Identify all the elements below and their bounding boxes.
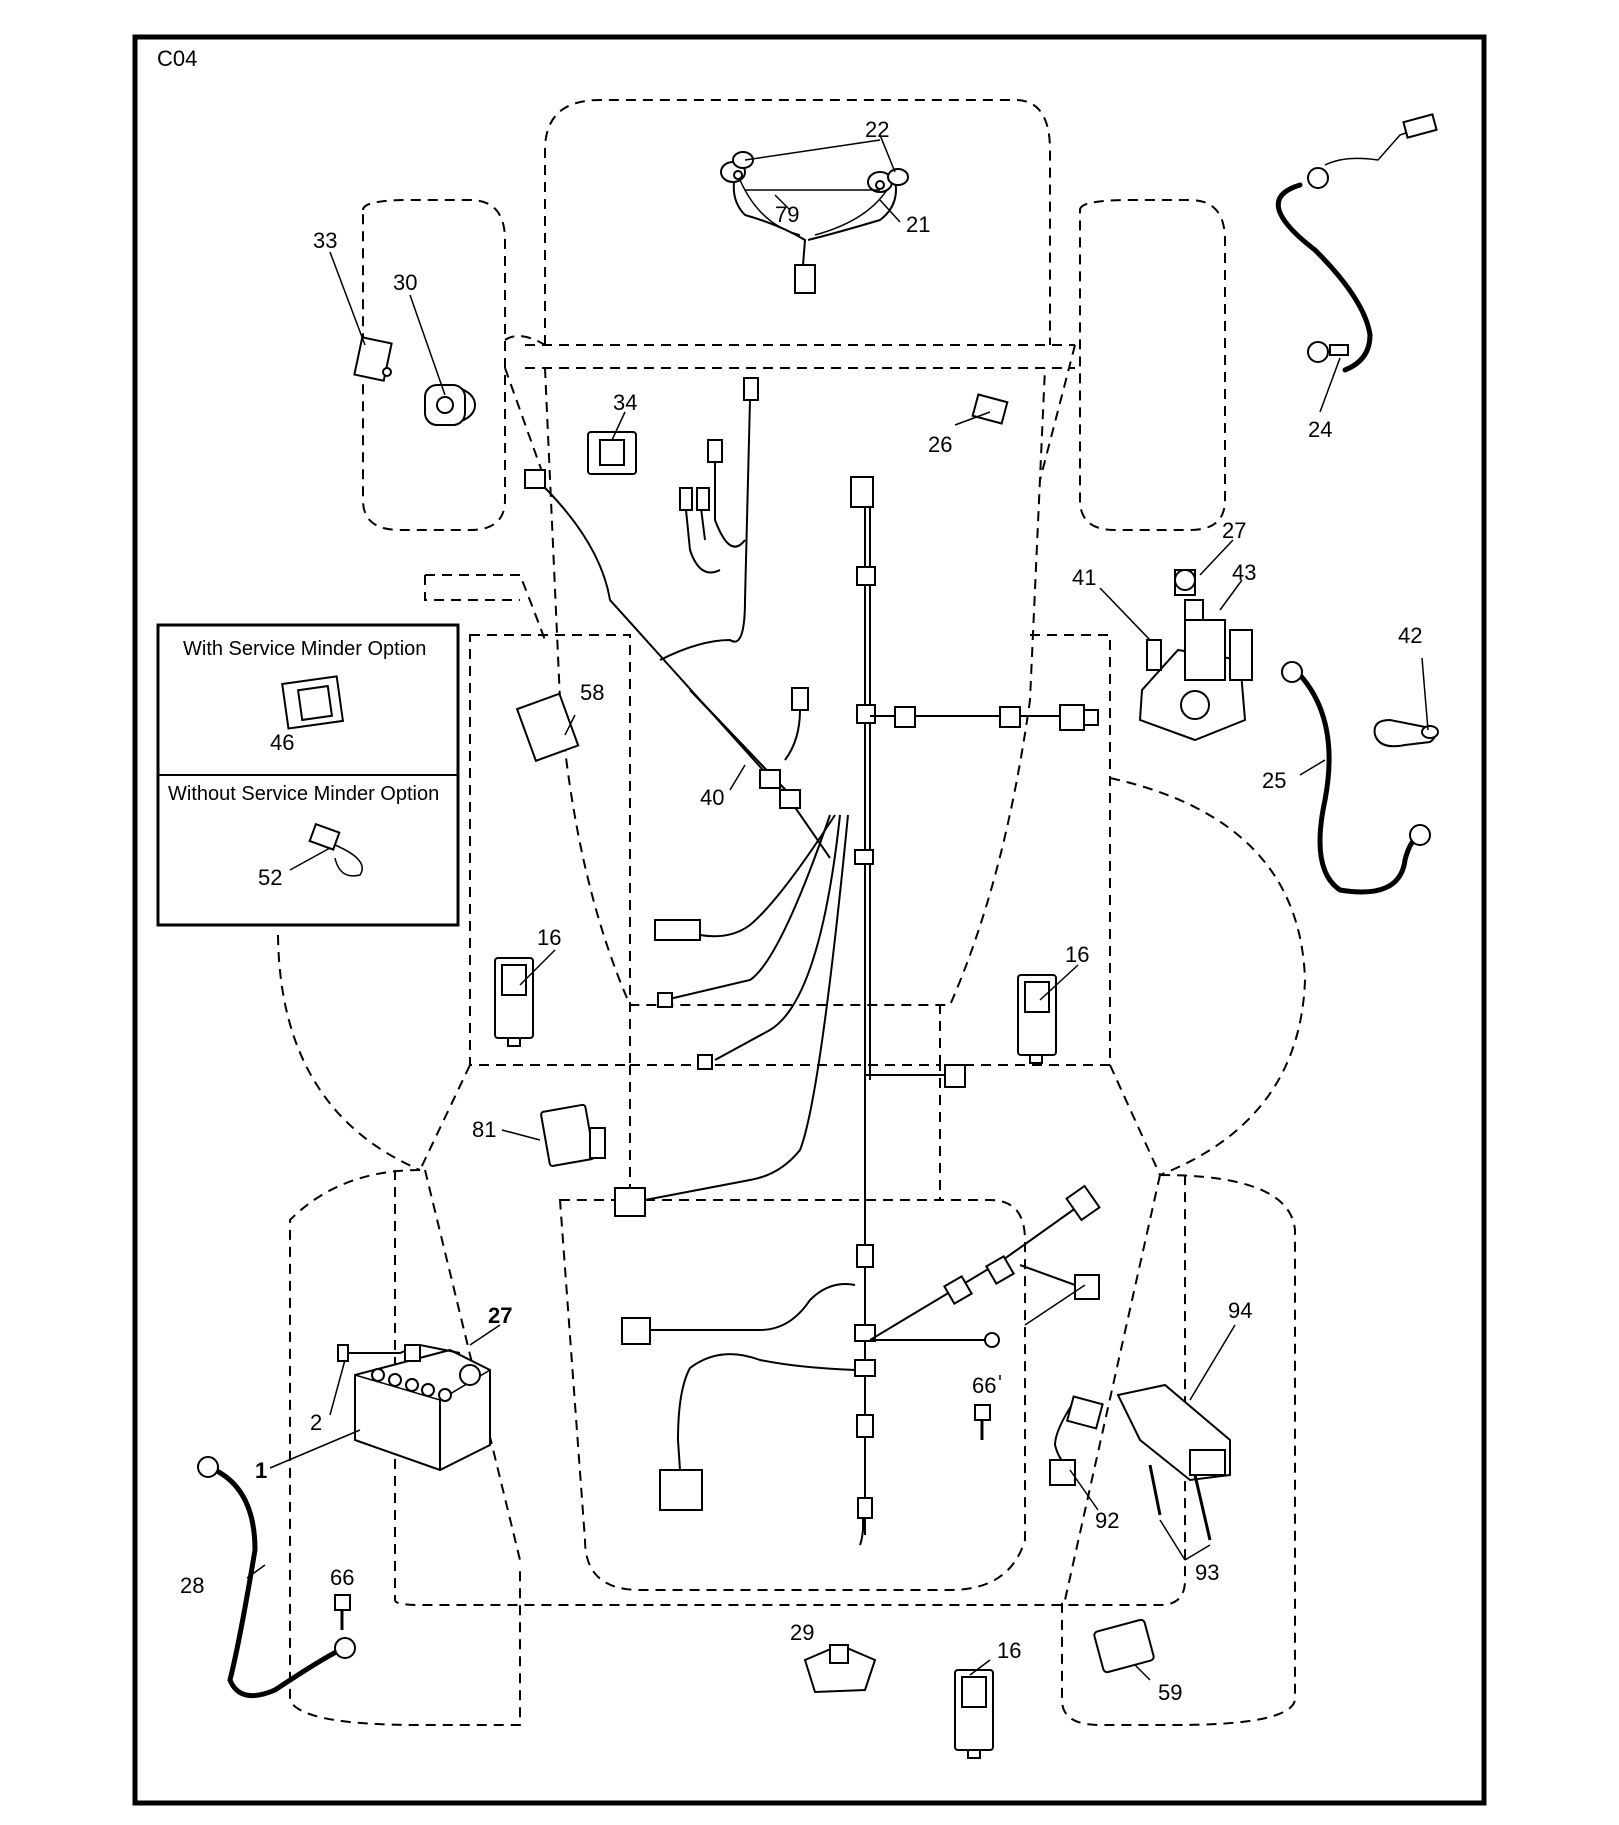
part-label: 28 <box>180 1573 204 1598</box>
part-46-label: 46 <box>270 730 294 755</box>
part-label: 29 <box>790 1620 814 1645</box>
part-label: 30 <box>393 270 417 295</box>
with-service-minder-title: With Service Minder Option <box>183 638 426 660</box>
part-label: 92 <box>1095 1508 1119 1533</box>
rocker-switch <box>587 431 637 475</box>
part-label: 79 <box>775 202 799 227</box>
diagram-frame <box>132 34 1487 1806</box>
module-59 <box>1093 1618 1155 1674</box>
part-label: 43 <box>1232 560 1256 585</box>
service-minder-box: With Service Minder Option Without Servi… <box>156 623 460 927</box>
diagram-code: C04 <box>157 46 197 71</box>
part-labels: 22 21 79 33 30 34 26 24 27 41 43 42 25 5… <box>180 117 1422 1705</box>
module-58 <box>515 692 580 763</box>
part-label: 59 <box>1158 1680 1182 1705</box>
interlock-module <box>1049 1383 1231 1541</box>
part-label: 66 <box>972 1373 996 1398</box>
part-label: 42 <box>1398 623 1422 648</box>
part-label: 27 <box>488 1303 512 1328</box>
relay-16-left <box>494 957 534 1047</box>
part-label: 66 <box>330 1565 354 1590</box>
starter-solenoid <box>1138 569 1253 742</box>
part-label: 81 <box>472 1117 496 1142</box>
cable-28 <box>197 1456 356 1699</box>
without-service-minder-title: Without Service Minder Option <box>168 783 439 805</box>
fuse <box>971 393 1009 425</box>
bolt-66-left <box>334 1594 351 1630</box>
part-label: 27 <box>1222 518 1246 543</box>
headlight-harness <box>720 139 909 294</box>
leader-lines <box>246 134 1429 1681</box>
part-label: 40 <box>700 785 724 810</box>
part-label: 16 <box>1065 942 1089 967</box>
part-52-label: 52 <box>258 865 282 890</box>
part-label: 16 <box>997 1638 1021 1663</box>
cable-24 <box>1275 113 1438 373</box>
relay-16-right <box>1017 974 1057 1064</box>
battery <box>337 1343 491 1472</box>
part-label: 16 <box>537 925 561 950</box>
part-label: 1 <box>255 1458 267 1483</box>
bolt-66-right <box>974 1404 991 1440</box>
relay-16-bottom <box>954 1669 994 1759</box>
part-label: 21 <box>906 212 930 237</box>
part-label: 93 <box>1195 1560 1219 1585</box>
part-label: 34 <box>613 390 637 415</box>
part-label: 94 <box>1228 1298 1252 1323</box>
part-label: 25 <box>1262 768 1286 793</box>
relay-81 <box>540 1103 606 1167</box>
cable-25 <box>1281 661 1439 895</box>
part-label: 22 <box>865 117 889 142</box>
ignition-switch <box>353 336 476 426</box>
part-label: 58 <box>580 680 604 705</box>
main-harness <box>524 377 1101 1546</box>
part-label: 26 <box>928 432 952 457</box>
part-label: 24 <box>1308 417 1332 442</box>
part-label: 41 <box>1072 565 1096 590</box>
part-label: 33 <box>313 228 337 253</box>
switch-29 <box>803 1643 877 1694</box>
part-label: 2 <box>310 1410 322 1435</box>
tractor-outline <box>277 99 1307 1726</box>
